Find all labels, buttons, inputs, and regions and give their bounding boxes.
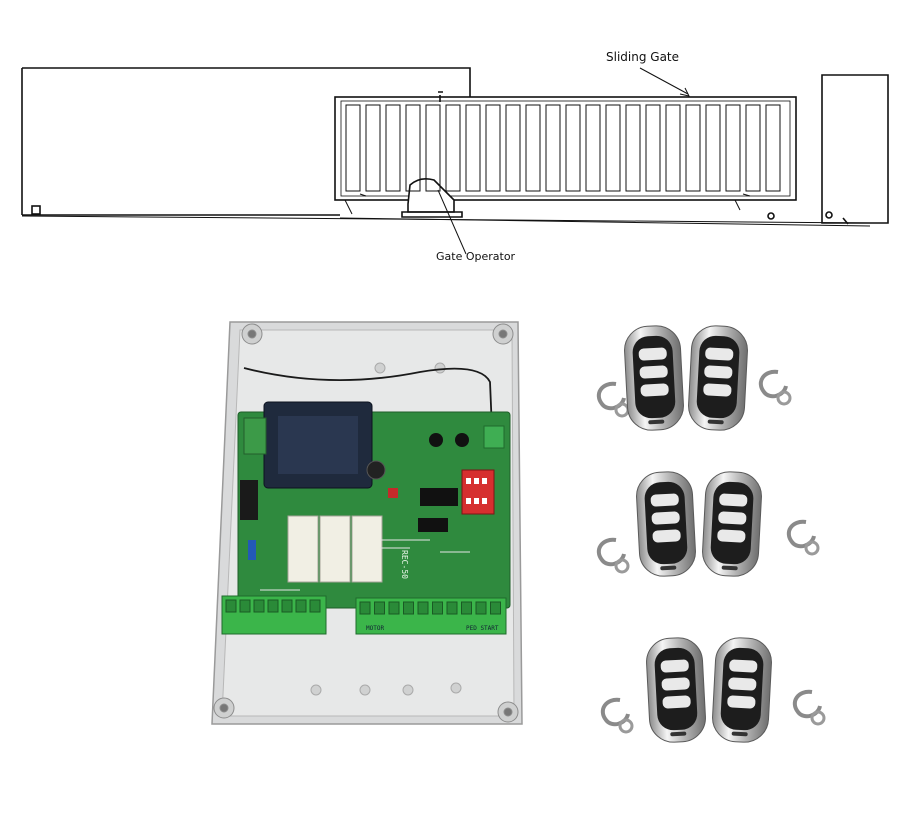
gate-picket	[425, 104, 441, 192]
terminal-screw	[295, 599, 307, 613]
terminal-screw	[239, 599, 251, 613]
gate-picket	[705, 104, 721, 192]
terminal-right-marking: PED START	[466, 625, 499, 632]
gate-picket	[545, 104, 561, 192]
gate-picket	[585, 104, 601, 192]
terminal-screw	[253, 599, 265, 613]
gate-picket	[525, 104, 541, 192]
terminal-screw	[267, 599, 279, 613]
gate-picket	[605, 104, 621, 192]
gate-picket	[765, 104, 781, 192]
terminal-left-marking: MOTOR	[366, 625, 385, 632]
remote-pair-bottom	[600, 636, 826, 744]
gate-picket	[625, 104, 641, 192]
gate-picket	[345, 104, 361, 192]
gate-picket	[685, 104, 701, 192]
terminal-screw	[309, 599, 321, 613]
terminal-screw	[432, 601, 443, 615]
remote-pair-middle	[596, 470, 820, 578]
terminal-screw	[490, 601, 501, 615]
gate-picket	[365, 104, 381, 192]
remote-pair-top	[596, 324, 792, 432]
gate-picket	[725, 104, 741, 192]
gate-picket	[565, 104, 581, 192]
terminal-screw	[475, 601, 487, 615]
gate-picket	[385, 104, 401, 192]
gate-picket	[665, 104, 681, 192]
terminal-screw	[446, 601, 458, 615]
terminal-screw	[374, 601, 385, 615]
terminal-screw	[225, 599, 237, 613]
terminal-screw	[281, 599, 293, 613]
sliding-gate-label: Sliding Gate	[606, 50, 680, 64]
terminal-screw	[403, 601, 414, 615]
gate-picket	[465, 104, 481, 192]
gate-picket	[505, 104, 521, 192]
gate-picket	[405, 104, 421, 192]
terminal-screw	[461, 601, 472, 615]
terminal-screw	[388, 601, 400, 615]
gate-picket	[745, 104, 761, 192]
gate-picket	[445, 104, 461, 192]
terminal-screw	[359, 601, 371, 615]
terminal-screw	[417, 601, 429, 615]
gate-operator-label: Gate Operator	[436, 250, 516, 263]
gate-picket	[645, 104, 661, 192]
gate-picket	[485, 104, 501, 192]
